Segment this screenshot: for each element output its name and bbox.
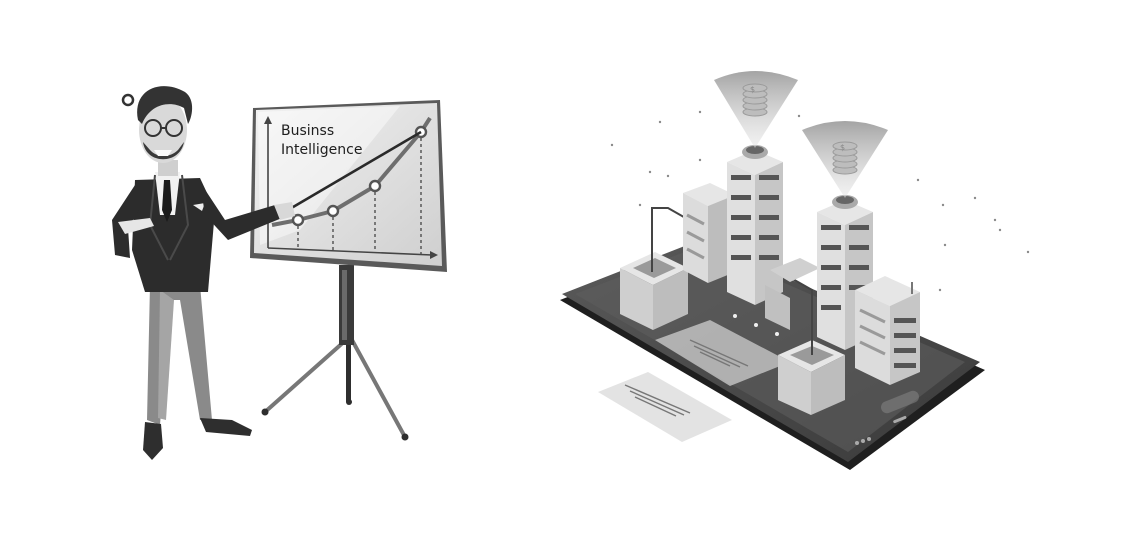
businessman-figure [112, 86, 295, 460]
low-building [765, 258, 820, 330]
decorative-dots [610, 110, 1030, 292]
dollar-coin-hologram: $ [802, 121, 888, 198]
dollar-icon: $ [840, 143, 845, 152]
office-building [855, 276, 920, 385]
pillar-building [620, 252, 688, 330]
board-title-line2: Intelligence [281, 142, 362, 158]
dollar-coin-hologram: $ [714, 71, 798, 148]
skyscraper-tower [727, 145, 783, 305]
document-card [598, 320, 790, 442]
presentation-easel: Businss Intelligence [250, 100, 447, 441]
dollar-icon: $ [750, 85, 755, 94]
chart-point [291, 125, 428, 227]
board-title-line1: Businss [281, 123, 334, 139]
pillar-building [778, 340, 845, 415]
chart-board: Businss Intelligence [250, 100, 447, 272]
smart-city-illustration: $ [560, 71, 1030, 470]
road-lights [733, 314, 779, 336]
